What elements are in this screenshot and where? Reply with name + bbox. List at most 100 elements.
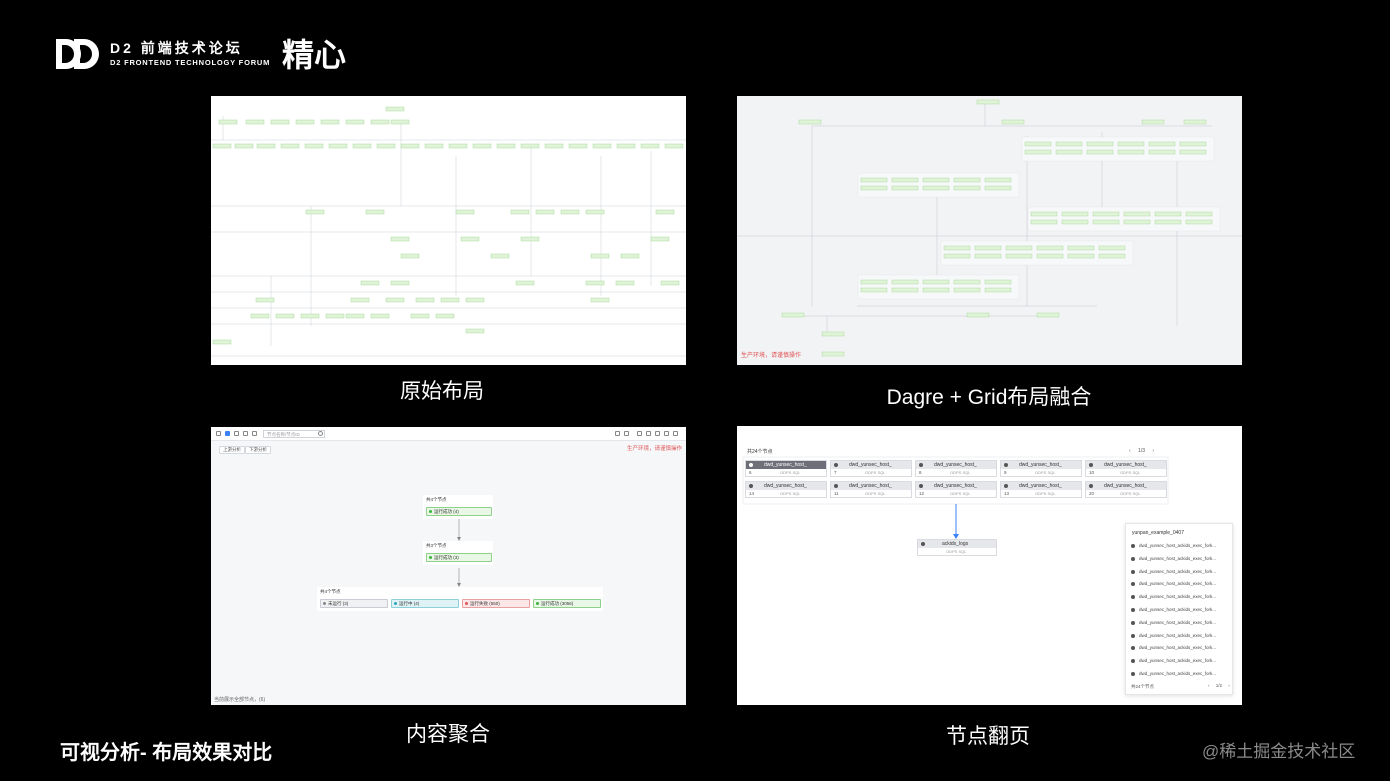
node-dot-icon [1131,608,1135,612]
graph-node [966,312,990,318]
graph-node [280,143,300,149]
node-dot-icon [1131,595,1135,600]
reload-icon[interactable] [615,431,620,436]
download-icon[interactable] [664,431,669,436]
node-success[interactable]: 运行成功 (3) [426,553,492,562]
graph-node [922,177,950,183]
node-dot-icon [1131,620,1135,625]
graph-node [984,287,1012,293]
list-item[interactable]: dwd_yunsec_host_ackids_exec_fork... [1131,556,1216,561]
filter-icon[interactable] [243,431,248,436]
production-warning: 生产环境，请谨慎操作 [627,446,683,452]
graph-node [515,280,535,286]
list-item[interactable]: dwd_yunsec_host_ackids_exec_fork... [1131,645,1216,651]
list-item[interactable]: dwd_yunsec_host_ackids_exec_fork... [1131,543,1216,548]
copy-icon[interactable] [624,431,629,436]
graph-node [821,331,845,337]
graph-node [1148,141,1176,147]
zoom-in-icon[interactable] [637,431,642,436]
node-card-label: dwd_yunsec_host_ [849,462,892,468]
node-failed[interactable]: 运行失败 (550) [462,599,530,608]
search-icon[interactable] [318,431,323,436]
link-icon[interactable] [252,431,257,436]
prev-page-icon[interactable]: ‹ [1129,448,1131,454]
list-item[interactable]: dwd_yunsec_host_ackids_exec_fork... [1131,569,1216,574]
graph-node [781,312,805,318]
graph-node [245,119,265,125]
graph-node [860,287,888,293]
refresh-icon[interactable] [216,431,221,436]
group-box[interactable]: 共3个节点 运行成功 (3) [423,541,493,565]
upstream-analysis-button[interactable]: 上游分析 [219,446,245,454]
list-item-label: dwd_yunsec_host_ackids_exec_fork... [1139,671,1217,676]
graph-node [424,143,444,149]
graph-node [1061,219,1089,225]
node-running[interactable]: 运行中 (4) [391,599,459,608]
list-item[interactable]: dwd_yunsec_host_ackids_exec_fork... [1131,620,1216,625]
list-item[interactable]: dwd_yunsec_host_ackids_exec_fork... [1131,607,1216,612]
center-node-type: ODPS SQL [946,549,967,554]
next-page-icon[interactable]: › [1152,448,1155,454]
graph-node [953,177,981,183]
graph-node [922,279,950,285]
node-dot-icon [1089,484,1093,488]
graph-node [1086,141,1114,147]
node-success[interactable]: 运行成功 (4) [426,507,492,516]
layout-icon[interactable] [225,431,230,436]
graph-node [1098,253,1126,259]
list-item[interactable]: dwd_yunsec_host_ackids_exec_fork... [1131,658,1216,664]
graph-node [650,236,670,242]
pager[interactable]: ‹ 1/3 › [1129,448,1154,454]
graph-node [891,177,919,183]
list-next-icon[interactable]: › [1228,683,1230,688]
group-box[interactable]: 共4个节点 未运行 (3) 运行中 (4) 运行失败 (550) 运行成功 (3… [317,587,603,611]
graph-node [465,297,485,303]
downstream-analysis-button[interactable]: 下游分析 [245,446,271,454]
graph-node [640,143,660,149]
list-item-label: dwd_yunsec_host_ackids_exec_fork... [1139,543,1217,548]
center-node-card[interactable]: ackids_logs ODPS SQL [917,539,997,556]
node-dot-icon [1131,556,1135,561]
graph-node [415,297,435,303]
list-item[interactable]: dwd_yunsec_host_ackids_exec_fork... [1131,581,1216,587]
graph-node [798,119,822,125]
list-item[interactable]: dwd_yunsec_host_ackids_exec_fork... [1131,633,1216,638]
node-dot-icon [1131,646,1135,651]
zoom-out-icon[interactable] [646,431,651,436]
node-success[interactable]: 运行成功 (3056) [533,599,601,608]
list-pager[interactable]: ‹ 1/2 › [1208,683,1230,688]
status-footer: 当前展示全部节点，(6) [214,697,266,703]
graph-node [350,297,370,303]
graph-node [1067,245,1095,251]
node-not-run[interactable]: 未运行 (3) [320,599,388,608]
graph-node [984,177,1012,183]
fullscreen-icon[interactable] [673,431,678,436]
status-dot-icon [465,602,468,605]
list-prev-icon[interactable]: ‹ [1208,683,1210,688]
list-item[interactable]: dwd_yunsec_host_ackids_exec_fork... [1131,594,1216,600]
node-card-number: 8 [919,470,922,475]
graph-node [976,99,1000,105]
graph-node [1123,219,1151,225]
list-item[interactable]: dwd_yunsec_host_ackids_exec_fork... [1131,671,1216,676]
graph-node [1030,219,1058,225]
fit-icon[interactable] [655,431,660,436]
settings-icon[interactable] [234,431,239,436]
search-input[interactable]: 节点名称/节点ID [263,430,325,438]
graph-node [1024,149,1052,155]
node-label: 运行成功 (3) [434,555,459,560]
graph-node [1154,211,1182,217]
group-box[interactable]: 共4个节点 运行成功 (4) [423,495,493,519]
graph-node [218,119,238,125]
graph-node [535,209,555,215]
